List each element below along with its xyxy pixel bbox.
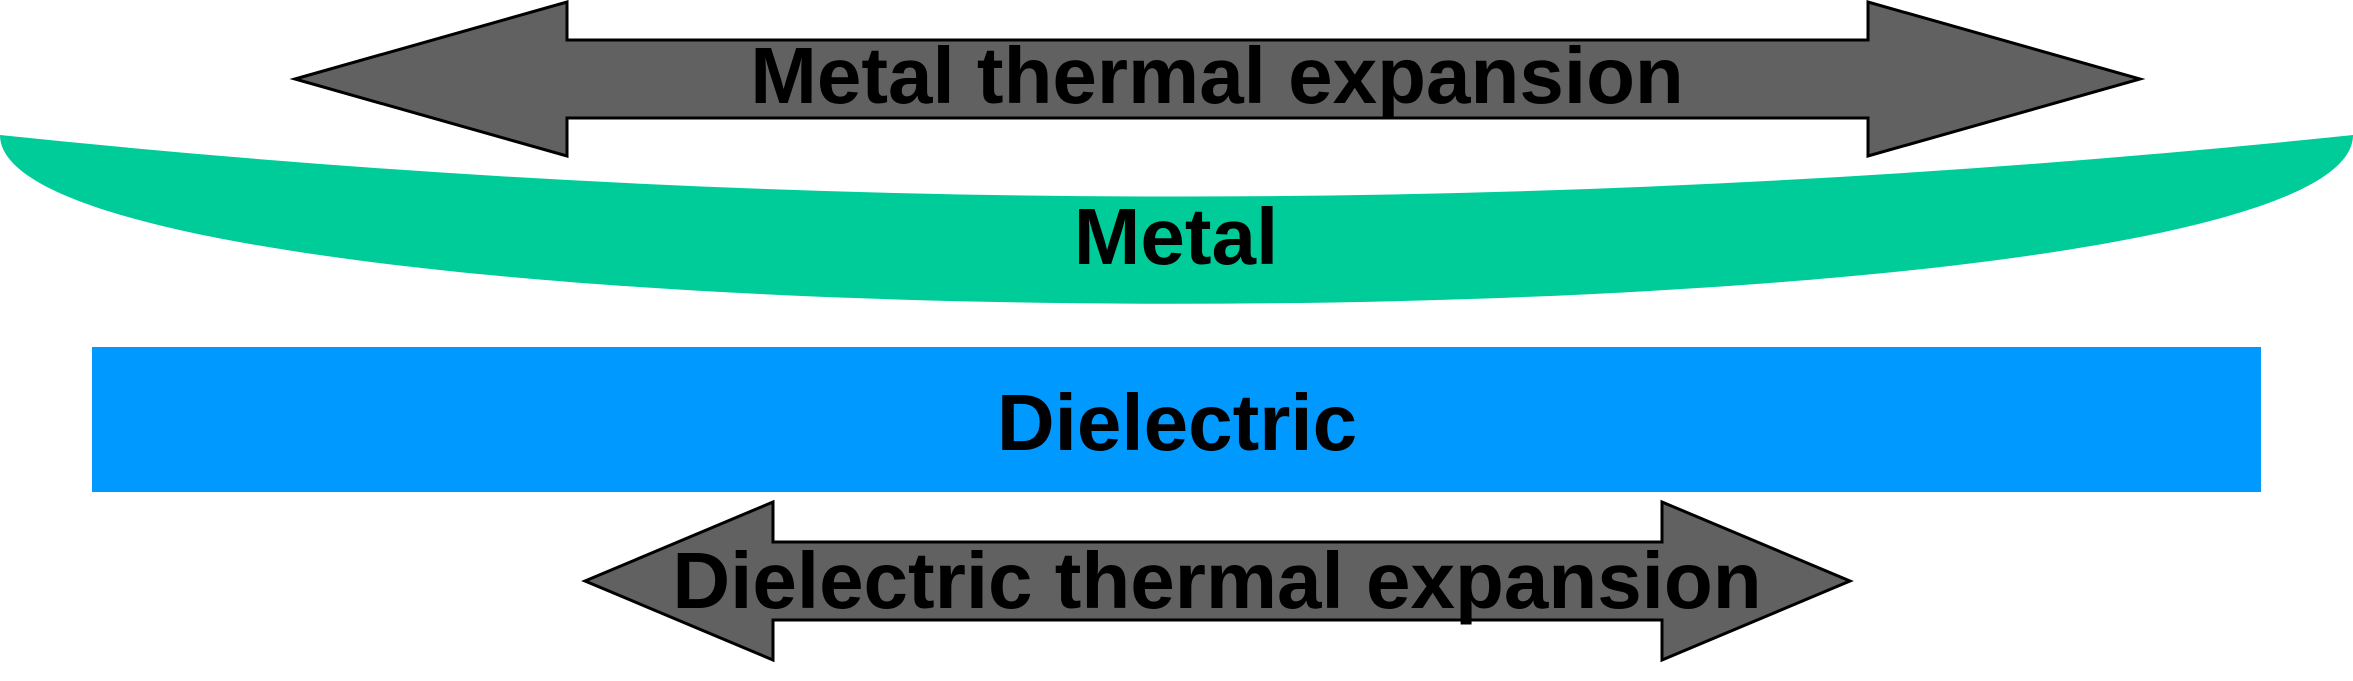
dielectric-expansion-arrow: [581, 499, 1854, 663]
metal-label: Metal: [1074, 192, 1279, 281]
metal-layer: [0, 135, 2353, 304]
metal-expansion-label: Metal thermal expansion: [750, 31, 1684, 120]
dielectric-label: Dielectric: [997, 378, 1357, 467]
metal-expansion-arrow: [289, 0, 2146, 158]
dielectric-layer: [92, 347, 2261, 492]
dielectric-expansion-label: Dielectric thermal expansion: [672, 536, 1761, 625]
